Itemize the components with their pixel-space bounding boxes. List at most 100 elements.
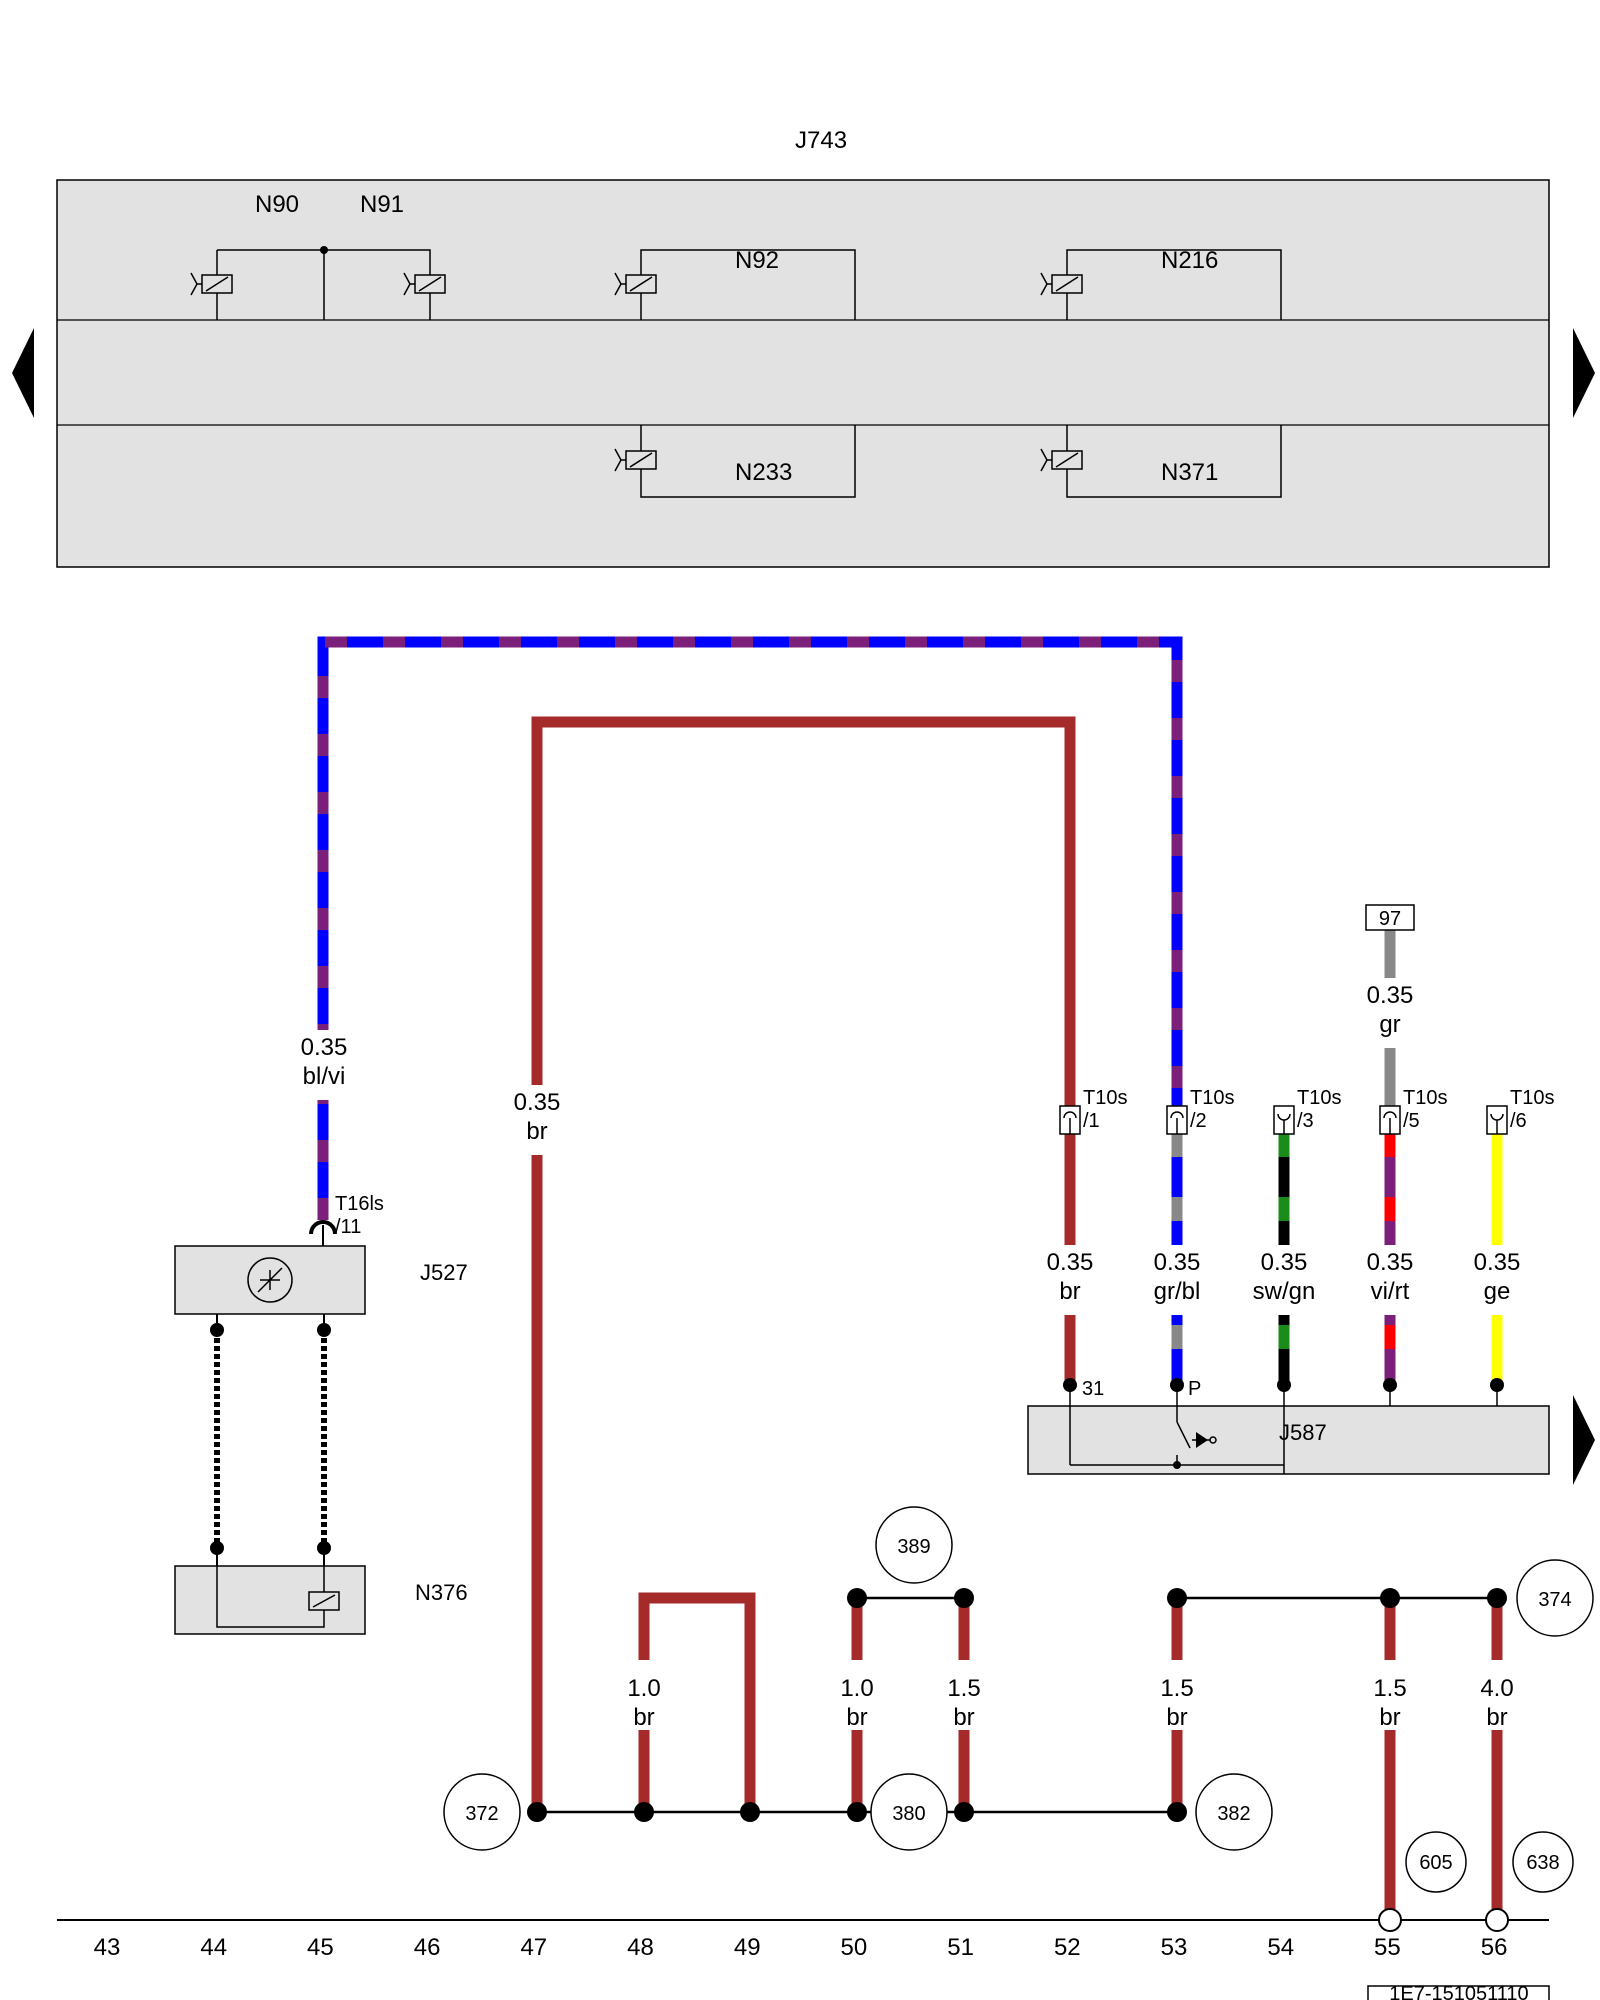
track-number: 51 [947,1934,974,1961]
t10s-connectors [1059,1105,1508,1135]
reference-97-label: 97 [1379,908,1401,930]
track-number: 52 [1054,1934,1081,1961]
component-label-n371: N371 [1161,459,1218,486]
connector-icon [309,1220,337,1235]
track-number: 44 [200,1934,227,1961]
track-number: 53 [1161,1934,1188,1961]
connector-name: T10s [1403,1087,1447,1109]
connector-name: T10s [1083,1087,1127,1109]
track-number: 48 [627,1934,654,1961]
footer-code: 1E7-151051110 [1389,1983,1528,2000]
reference-374-label: 374 [1538,1589,1571,1611]
reference-389[interactable] [875,1506,953,1584]
wire-br-top [531,716,1076,1812]
reference-380-label: 380 [892,1803,925,1825]
wire-label-size: 0.35 [1047,1249,1094,1276]
reference-380[interactable] [870,1773,948,1851]
connector-icon [1166,1105,1188,1135]
wire-label-color: br [1059,1278,1080,1305]
connector-pin: /1 [1083,1110,1100,1132]
wire-label-size: 0.35 [1367,982,1414,1009]
wire-label-size: 0.35 [1261,1249,1308,1276]
component-label-n233: N233 [735,459,792,486]
valve-icon [614,448,657,472]
component-label-j587: J587 [1279,1420,1327,1445]
connector-pin: /11 [335,1216,361,1238]
switch-icon [1196,1432,1217,1448]
track-number: 54 [1267,1934,1294,1961]
valve-icon [403,272,446,296]
valve-icon [1040,272,1083,296]
component-label-n216: N216 [1161,247,1218,274]
reference-638[interactable] [1512,1831,1574,1893]
track-number: 46 [414,1934,441,1961]
wire-label-color: br [1379,1704,1400,1731]
track-number: 56 [1481,1934,1508,1961]
footer-code-box [1367,1985,1550,2000]
wire-label-size: 0.35 [301,1034,348,1061]
wire-label-size: 1.0 [840,1675,873,1702]
wire-label-size: 0.35 [514,1089,561,1116]
track-number: 49 [734,1934,761,1961]
valve-icon [190,272,233,296]
connector-pin: /5 [1403,1110,1420,1132]
reference-389-label: 389 [897,1536,930,1558]
ground-terminal [1378,1908,1402,1932]
reference-372[interactable] [443,1773,521,1851]
component-label-n90: N90 [255,191,299,218]
wire-label-color: br [1486,1704,1507,1731]
wire-label-color: bl/vi [303,1063,346,1090]
track-number: 47 [520,1934,547,1961]
coil-icon [308,1591,340,1611]
track-number: 50 [841,1934,868,1961]
track-number: 45 [307,1934,334,1961]
wire-label-color: br [846,1704,867,1731]
module-title: J743 [795,127,847,154]
solenoid-valves [190,272,1083,472]
component-label-j527: J527 [420,1260,468,1285]
connector-pin: /3 [1297,1110,1314,1132]
pin-label-p: P [1188,1378,1201,1400]
track-number: 43 [94,1934,121,1961]
reference-638-label: 638 [1526,1852,1559,1874]
connector-pin: /2 [1190,1110,1207,1132]
wire-label-color: br [1166,1704,1187,1731]
connector-name: T10s [1190,1087,1234,1109]
ground-terminal [1485,1908,1509,1932]
connector-name: T10s [1510,1087,1554,1109]
connector-name: T10s [1297,1087,1341,1109]
component-j587 [1027,1405,1550,1475]
wire-label-color: sw/gn [1253,1278,1316,1305]
wire-label-size: 0.35 [1367,1249,1414,1276]
wire-label-size: 0.35 [1154,1249,1201,1276]
wire-label-size: 1.5 [947,1675,980,1702]
wire-label-color: br [526,1118,547,1145]
track-numbers: 43 44 45 46 47 48 49 50 51 52 53 54 55 56 [94,1934,1508,1961]
connector-icon [1273,1105,1295,1135]
connector-icon [1379,1105,1401,1135]
connector-icon [1486,1105,1508,1135]
arrow-right-icon[interactable] [1573,1395,1595,1485]
arrow-right-icon[interactable] [1573,328,1595,418]
wire-bl-vi [317,636,1183,1220]
wire-label-size: 1.5 [1373,1675,1406,1702]
track-number: 55 [1374,1934,1401,1961]
connector-pin: /6 [1510,1110,1527,1132]
reference-97 [1365,904,1415,931]
wire-label-size: 1.5 [1160,1675,1193,1702]
reference-605[interactable] [1405,1831,1467,1893]
reference-374[interactable] [1516,1559,1594,1637]
valve-icon [1040,448,1083,472]
connector-icon [1059,1105,1081,1135]
reference-372-label: 372 [465,1803,498,1825]
valve-icon [614,272,657,296]
component-label-n92: N92 [735,247,779,274]
wire-label-color: br [953,1704,974,1731]
arrow-left-icon[interactable] [12,328,34,418]
reference-382[interactable] [1195,1773,1273,1851]
sensor-icon [247,1257,293,1303]
connector-name: T16ls [335,1193,384,1215]
wire-label-color: gr/bl [1154,1278,1201,1305]
pin-label-31: 31 [1082,1378,1104,1400]
